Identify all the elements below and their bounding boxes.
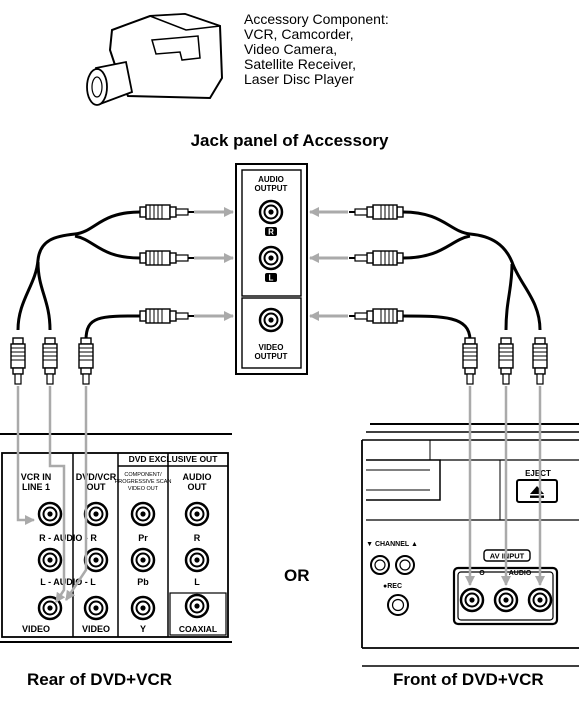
front-panel-title: Front of DVD+VCR	[393, 670, 544, 689]
right-down-plug-2	[498, 337, 514, 385]
right-video-plug	[348, 308, 404, 324]
video-output-label-line1: VIDEO	[259, 343, 284, 352]
rear-component-jack-1[interactable]	[130, 501, 156, 527]
rear-audio-out-jack-2[interactable]	[184, 547, 210, 573]
connection-arrows	[194, 207, 348, 321]
vcr-in-label-line1: VCR IN	[21, 472, 52, 482]
audio-output-label-line1: AUDIO	[258, 175, 284, 184]
jack-panel-title: Jack panel of Accessory	[190, 131, 389, 150]
rear-dvd-vcr-out-1-jack[interactable]	[83, 501, 109, 527]
or-label: OR	[284, 566, 310, 585]
channel-label: ▼ CHANNEL ▲	[366, 541, 418, 548]
rear-dvd-vcr-out-video-jack[interactable]	[83, 595, 109, 621]
pr-label: Pr	[138, 533, 148, 543]
rear-component-y-jack[interactable]	[130, 595, 156, 621]
rear-guide-lines	[16, 386, 88, 603]
l-badge	[265, 273, 277, 282]
left-cable	[16, 210, 141, 341]
accessory-jack-r-label: R	[268, 228, 274, 237]
right-cable	[402, 210, 542, 341]
accessory-video-jack[interactable]	[258, 307, 284, 333]
rear-vcr-in-1-jack[interactable]	[37, 501, 63, 527]
rear-panel-title: Rear of DVD+VCR	[27, 670, 173, 689]
audio-out-label-line1: AUDIO	[183, 472, 212, 482]
video-right-label: VIDEO	[82, 624, 110, 634]
left-down-plug-3	[78, 337, 94, 385]
pb-label: Pb	[137, 577, 149, 587]
front-guide-lines	[465, 386, 545, 586]
y-label: Y	[140, 624, 146, 634]
audio-r-label: R	[194, 533, 201, 543]
front-audio-l-jack[interactable]	[493, 587, 519, 613]
accessory-component-label: Accessory Component: VCR, Camcorder, Vid…	[244, 11, 389, 87]
accessory-jack-panel: AUDIO OUTPUT R L VIDEO OUTPUT	[235, 163, 308, 375]
front-audio-r-jack[interactable]	[527, 587, 553, 613]
l-audio-l-label: L - AUDIO - L	[40, 577, 96, 587]
right-down-plug-1	[462, 337, 478, 385]
rear-panel: DVD EXCLUSIVE OUT VCR IN LINE 1 DVD/VCR …	[0, 433, 232, 643]
audio-out-label-line2: OUT	[188, 482, 208, 492]
left-video-plug	[139, 308, 195, 324]
right-audio-l-plug	[348, 250, 404, 266]
dvd-vcr-out-label-line1: DVD/VCR	[76, 472, 117, 482]
component-label-line3: VIDEO OUT	[128, 486, 159, 492]
rear-vcr-in-2-jack[interactable]	[37, 547, 63, 573]
accessory-audio-r-jack[interactable]	[258, 199, 284, 225]
r-badge	[265, 227, 277, 236]
right-down-plug-3	[532, 337, 548, 385]
front-video-jack[interactable]	[459, 587, 485, 613]
video-output-label-line2: OUTPUT	[255, 352, 288, 361]
vcr-in-label-line2: LINE 1	[22, 482, 50, 492]
rear-audio-out-jack-1[interactable]	[184, 501, 210, 527]
right-audio-r-plug	[348, 204, 404, 220]
component-label-line1: COMPONENT/	[124, 472, 162, 478]
front-video-partial-label: O	[479, 570, 485, 577]
rec-label: ●REC	[383, 583, 402, 590]
left-audio-r-plug	[139, 204, 195, 220]
r-audio-r-label: R - AUDIO - R	[39, 533, 97, 543]
dvd-exclusive-out-label: DVD EXCLUSIVE OUT	[129, 454, 219, 464]
audio-output-label-line2: OUTPUT	[255, 184, 288, 193]
left-down-plug-2	[42, 337, 58, 385]
camcorder-icon	[86, 12, 224, 106]
component-label-line2: PROGRESSIVE SCAN	[115, 479, 172, 485]
rear-component-jack-2[interactable]	[130, 547, 156, 573]
video-left-label: VIDEO	[22, 624, 50, 634]
audio-l-label: L	[194, 577, 200, 587]
eject-label: EJECT	[525, 469, 551, 478]
left-down-plug-1	[10, 337, 26, 385]
rear-coaxial-jack[interactable]	[184, 593, 210, 619]
front-panel: EJECT ▼ CHANNEL ▲ ●REC AV INPUT O AUDIO	[361, 423, 579, 667]
accessory-audio-l-jack[interactable]	[258, 245, 284, 271]
left-audio-l-plug	[139, 250, 195, 266]
front-audio-partial-label: AUDIO	[509, 570, 532, 577]
dvd-vcr-out-label-line2: OUT	[87, 482, 107, 492]
coaxial-label: COAXIAL	[179, 624, 217, 634]
rear-dvd-vcr-out-2-jack[interactable]	[83, 547, 109, 573]
accessory-jack-l-label: L	[269, 274, 274, 283]
